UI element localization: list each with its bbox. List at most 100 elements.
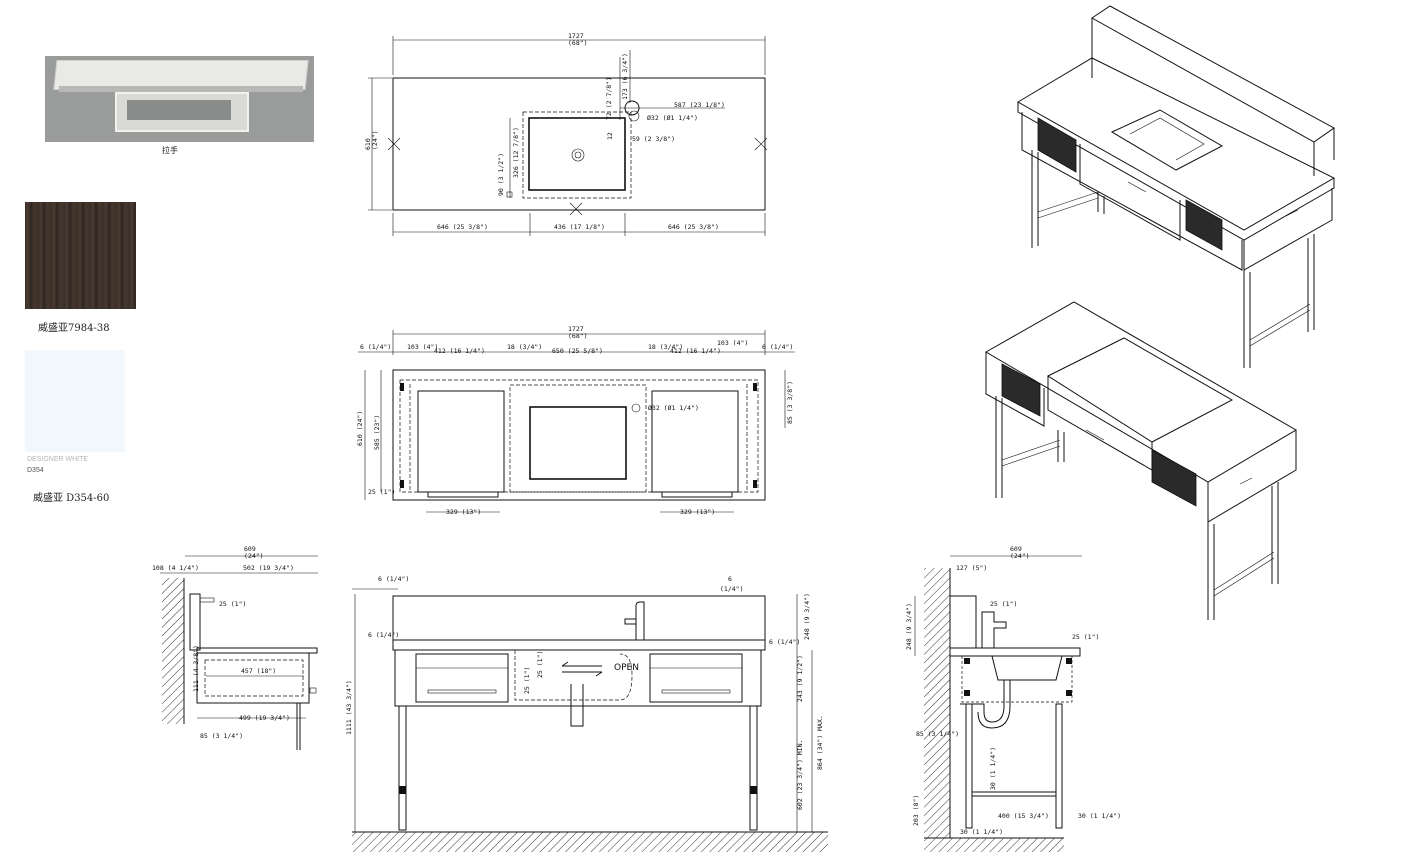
elev-counter-6-right: 6 (1/4") <box>769 638 800 646</box>
front-plan-view: 1727 (68") 6 (1/4") 103 (4") 412 (16 1/4… <box>356 325 795 516</box>
dim-90-label: 90 (3 1/2") <box>497 153 505 196</box>
elev-top-6-left: 6 (1/4") <box>378 575 409 583</box>
elev-left-leg <box>398 705 407 831</box>
sec-dim-248: 248 (9 3/4") <box>905 603 913 650</box>
sec-dim-127: 127 (5") <box>956 564 987 572</box>
front-overall-mm: 1727 <box>568 325 584 333</box>
dim-173-label: 173 (6 3/4") <box>621 53 629 100</box>
white-swatch <box>25 350 125 452</box>
elev-faucet-icon <box>635 601 645 640</box>
open-arrow-icon <box>561 661 603 677</box>
sec-faucet-icon <box>981 611 1007 648</box>
elev-left-handle <box>427 689 497 694</box>
wood-swatch <box>25 202 136 309</box>
front-plan-cabinet <box>392 369 766 501</box>
side-dim-457: 457 (18") <box>241 667 276 675</box>
h-25-label: 25 (1") <box>368 488 395 496</box>
isometric-vanity-open <box>984 301 1297 620</box>
right-x-mark <box>754 137 768 151</box>
sec-dim-30a: 30 (1 1/4") <box>989 747 997 790</box>
elev-right-handle <box>661 689 731 694</box>
handle-left-dim: 329 (13") <box>446 508 481 516</box>
side-dim-499: 499 (19 3/4") <box>239 714 290 722</box>
elev-counter-6-left: 6 (1/4") <box>368 631 399 639</box>
side-103-left: 103 (4") <box>407 343 438 351</box>
side-dim-25: 25 (1") <box>219 600 246 608</box>
left-x-mark <box>387 137 401 151</box>
sec-dim-25a: 25 (1") <box>990 600 1017 608</box>
p-trap-icon <box>960 680 1005 723</box>
top-depth-in: (24") <box>371 130 379 150</box>
elev-dim-25b: 25 (1") <box>536 651 544 678</box>
handle-caption: 拉手 <box>162 146 178 155</box>
dim-72-label: 72 (2 7/8") <box>605 77 613 120</box>
side-top-mm: 609 <box>244 545 256 553</box>
sec-dim-400: 400 (15 3/4") <box>998 812 1049 820</box>
elev-backsplash <box>392 595 766 641</box>
elev-dim-25a: 25 (1") <box>523 667 531 694</box>
bottom-right-dim: 646 (25 3/8") <box>668 223 719 231</box>
w-412-left: 412 (16 1/4") <box>434 347 485 355</box>
sec-sink-basin <box>991 655 1063 681</box>
side-103-right: 103 (4") <box>717 339 748 347</box>
sec-dim-85: 85 (3 1/4") <box>916 730 959 738</box>
edge-59-label: 59 (2 3/8") <box>632 135 675 143</box>
top-view: 1727 (68") 610 (24") 587 (23 1/8") Ø32 (… <box>364 32 768 236</box>
w-650: 650 (25 5/8") <box>552 347 603 355</box>
drain-icon <box>571 148 585 162</box>
elev-h-602: 602 (23 3/4") MIN. <box>796 740 804 810</box>
front-elevation: 6 (1/4") 6 (1/4") 6 (1/4") 6 (1/4") 25 (… <box>345 575 828 852</box>
side-view: 609 (24") 108 (4 1/4") 502 (19 3/4") 457… <box>152 545 318 750</box>
white-swatch-brand: DESIGNER WHITE <box>27 456 89 463</box>
elev-h-1111: 1111 (43 3/4") <box>345 680 353 735</box>
faucet-offset-label: 587 (23 1/8") <box>674 101 725 109</box>
side-dim-111: 111 (4 3/8") <box>192 645 200 692</box>
h-85-label: 85 (3 3/8") <box>786 381 794 424</box>
side-top-in: (24") <box>244 552 264 560</box>
wood-caption: 威盛亚7984-38 <box>38 323 110 334</box>
iso2-open-drawer <box>1046 337 1234 443</box>
dim-326-label: 326 (12 7/8") <box>512 127 520 178</box>
elev-top-6-right-b: (1/4") <box>720 585 743 593</box>
gap-18-left: 18 (3/4") <box>507 343 542 351</box>
elev-top-6-right-a: 6 <box>728 575 732 583</box>
top-overall-in: (68") <box>568 39 588 47</box>
handle-photo <box>45 56 314 142</box>
side-back-108: 108 (4 1/4") <box>152 564 199 572</box>
white-caption: 威盛亚 D354-60 <box>33 493 110 504</box>
elev-right-drawer <box>649 653 743 703</box>
left-door-panel <box>417 390 505 493</box>
open-label: OPEN <box>614 663 639 673</box>
elev-left-drawer <box>415 653 509 703</box>
gap-18-right: 18 (3/4") <box>648 343 683 351</box>
top-depth-mm: 610 <box>364 138 372 150</box>
sec-dim-25b: 25 (1") <box>1072 633 1099 641</box>
front-plan-sink <box>529 406 627 480</box>
top-counter-outline <box>392 77 766 211</box>
elev-cabinet-body <box>394 649 762 707</box>
sec-dim-203: 203 (8") <box>912 795 920 826</box>
h-585-label: 585 (23") <box>373 415 381 450</box>
top-sink-bowl <box>528 117 626 191</box>
faucet-hole-label: Ø32 (Ø1 1/4") <box>647 114 698 122</box>
iso1-sink <box>1110 109 1224 171</box>
sec-right-leg <box>1055 703 1063 829</box>
section-view: 609 (24") 127 (5") 25 (1") 25 (1") 248 (… <box>905 545 1121 852</box>
right-handle <box>661 491 733 498</box>
front-overall-in: (68") <box>568 332 588 340</box>
side-w-502: 502 (19 3/4") <box>243 564 294 572</box>
elev-right-leg <box>749 705 758 831</box>
sec-dim-30c: 30 (1 1/4") <box>960 828 1003 836</box>
h-610-label: 610 (24") <box>356 411 364 446</box>
sec-countertop <box>949 647 1081 657</box>
sec-top-in: (24") <box>1010 552 1030 560</box>
sec-left-leg <box>965 703 973 829</box>
isometric-vanity-top <box>1017 5 1336 368</box>
dim-12-label: 12 <box>606 132 614 140</box>
bottom-center-dim: 436 (17 1/8") <box>554 223 605 231</box>
faucet-hole-front-icon <box>631 403 641 413</box>
bottom-x-mark <box>569 202 583 216</box>
sec-backsplash <box>949 595 977 649</box>
handle-right-dim: 329 (13") <box>680 508 715 516</box>
